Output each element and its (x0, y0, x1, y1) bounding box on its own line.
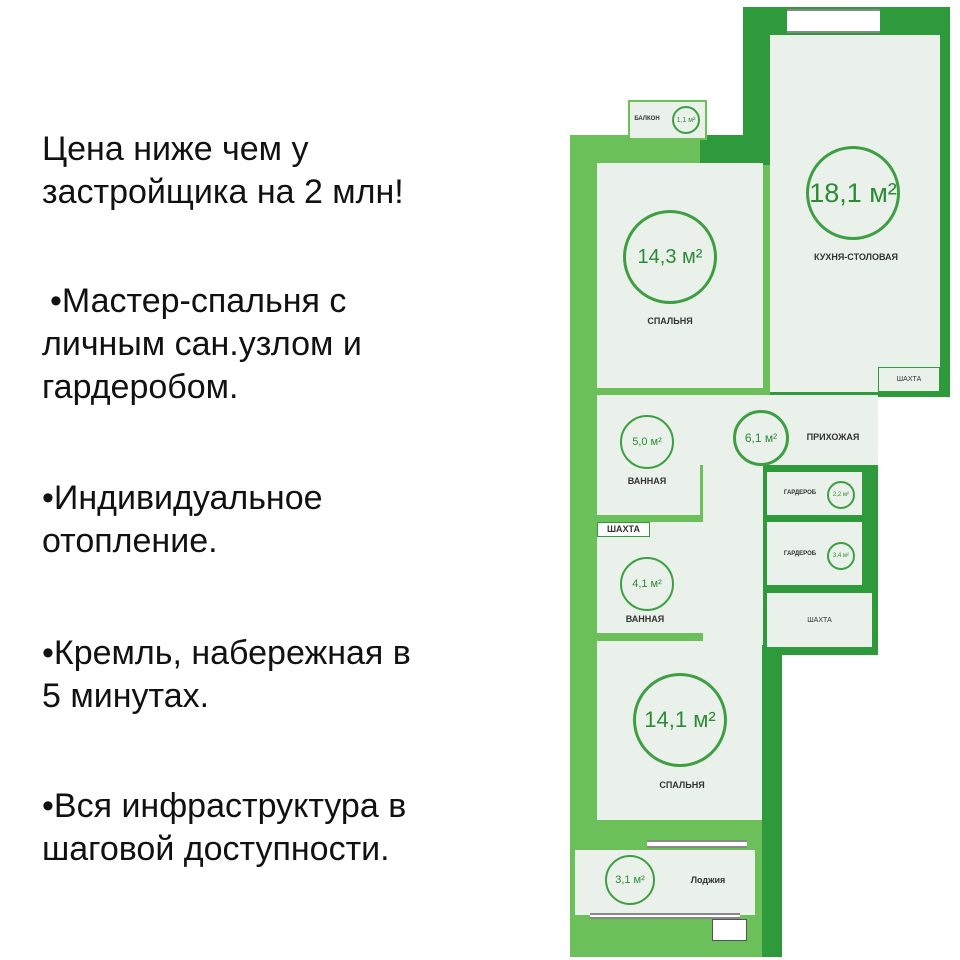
hall-area-badge: 6,1 м² (733, 410, 789, 466)
bedroom2-label: СПАЛЬНЯ (659, 780, 705, 790)
bath2-label: ВАННАЯ (625, 614, 665, 624)
bedroom1-area-badge: 14,3 м² (623, 210, 717, 304)
kitchen-area-badge: 18,1 м² (806, 146, 900, 240)
bullet-4-line-1: •Вся инфраструктура в (42, 787, 407, 825)
bullet-2-line-1: •Индивидуальное (42, 479, 323, 517)
loggia-label: Лоджия (690, 875, 726, 885)
bath1-label: ВАННАЯ (627, 476, 667, 486)
bullet-1-line-2: личным сан.узлом и (42, 325, 362, 363)
left-shaft: ШАХТА (597, 522, 650, 537)
bath2-area-badge: 4,1 м² (620, 557, 674, 611)
bullet-1-line-3: гардеробом. (42, 368, 239, 406)
bullet-4-line-2: шаговой доступности. (42, 830, 390, 868)
bedroom2-area-badge: 14,1 м² (633, 673, 727, 767)
hall-room (700, 395, 878, 465)
corridor-room (703, 465, 763, 645)
loggia-room (575, 850, 755, 915)
bullet-1-line-1: •Мастер-спальня с (50, 282, 347, 320)
bath1-area-badge: 5,0 м² (620, 415, 674, 469)
balcony-area-badge: 1,1 м² (672, 106, 700, 134)
bullet-3-line-1: •Кремль, набережная в (42, 634, 411, 672)
kitchen-shaft: ШАХТА (878, 367, 940, 392)
headline-line-1: Цена ниже чем у (42, 130, 309, 168)
loggia-area-badge: 3,1 м² (605, 855, 655, 905)
wardrobe2-area-badge: 3,4 м² (827, 542, 855, 570)
wardrobe1-area-badge: 2,2 м² (827, 481, 855, 509)
loggia-window (590, 913, 740, 919)
headline-line-2: застройщика на 2 млн! (42, 173, 404, 211)
top-wall (700, 135, 770, 165)
loggia-door (647, 840, 747, 848)
right-shaft: ШАХТА (767, 593, 872, 647)
outdoor-unit (712, 919, 747, 941)
bedroom1-label: СПАЛЬНЯ (647, 316, 693, 326)
hall-label: ПРИХОЖАЯ (806, 432, 860, 442)
bullet-2-line-2: отопление. (42, 522, 218, 560)
bath2-wall (597, 633, 703, 641)
wardrobe2-label: ГАРДЕРОБ (783, 551, 817, 557)
wardrobe1-label: ГАРДЕРОБ (783, 490, 817, 496)
balcony-label: БАЛКОН (634, 116, 660, 122)
kitchen-window (787, 9, 880, 33)
kitchen-label: КУХНЯ-СТОЛОВАЯ (814, 252, 898, 262)
bullet-3-line-2: 5 минутах. (42, 677, 210, 715)
